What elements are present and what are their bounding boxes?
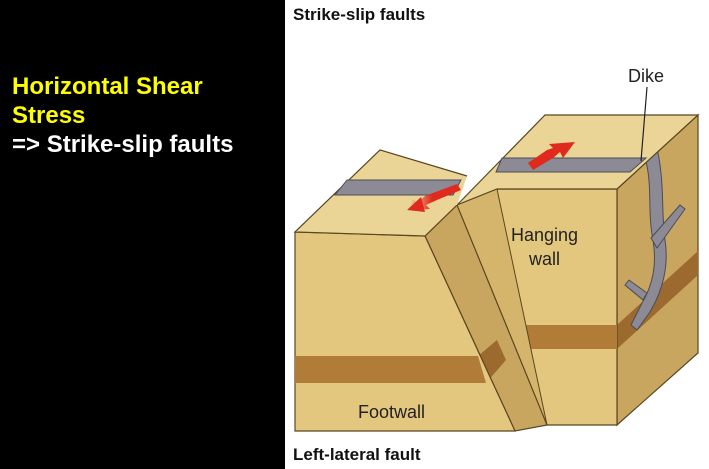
- dike-top-right: [495, 157, 648, 173]
- motion-arrow-right: [528, 142, 575, 170]
- dike-leader-line: [640, 86, 648, 162]
- footwall-label: Footwall: [358, 402, 425, 422]
- bottom-caption: Left-lateral fault: [293, 445, 421, 464]
- hanging-wall-label-line1: Hanging: [511, 225, 578, 245]
- dike-top-left: [333, 179, 462, 196]
- left-block: [293, 149, 548, 432]
- top-caption: Strike-slip faults: [293, 5, 425, 24]
- dike-branch-upper: [650, 204, 686, 249]
- fault-diagram: Strike-slip faults Left-lateral fault: [285, 0, 709, 469]
- arrow-left-head: [407, 197, 425, 212]
- title-line-2: Stress: [12, 102, 86, 129]
- left-front-stripe: [295, 356, 486, 383]
- left-text-panel: Horizontal Shear Stress => Strike-slip f…: [12, 72, 282, 159]
- arrow-right-body: [528, 142, 575, 170]
- dike-side: [630, 147, 667, 331]
- dike-label: Dike: [628, 66, 664, 86]
- title-line-1: Horizontal Shear: [12, 73, 203, 100]
- fault-block-illustration: Strike-slip faults Left-lateral fault: [293, 5, 700, 464]
- dike-branch-lower: [624, 279, 648, 301]
- right-front-stripe: [510, 325, 617, 349]
- left-block-top-edge: [294, 149, 468, 233]
- subtitle: => Strike-slip faults: [12, 131, 234, 158]
- hanging-wall-label-line2: wall: [528, 249, 560, 269]
- right-block: [456, 113, 700, 427]
- motion-arrow-left: [407, 184, 461, 212]
